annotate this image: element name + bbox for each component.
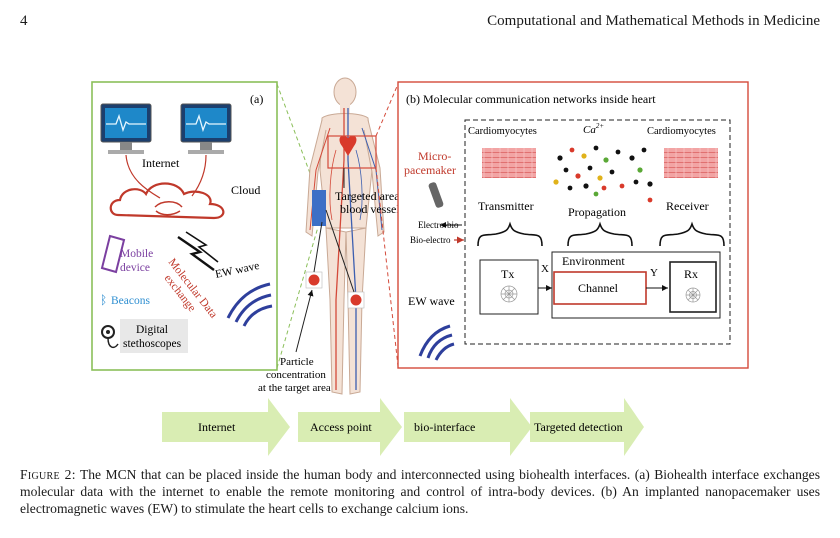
stethoscopes-label-1: Digital [136, 324, 168, 336]
y-label: Y [650, 267, 658, 279]
tx-node-icon [500, 285, 518, 303]
access-point-device [312, 190, 326, 226]
panel-b-title: (b) Molecular communication networks ins… [406, 92, 656, 106]
stage-braces [477, 221, 725, 247]
transmitter-label: Transmitter [478, 199, 534, 213]
micro-label-2: pacemaker [404, 163, 456, 177]
mobile-device-label-1: Mobile [120, 248, 153, 260]
running-head: Computational and Mathematical Methods i… [487, 13, 820, 29]
environment-label: Environment [562, 254, 625, 268]
particle-label-1: Particle [280, 356, 314, 368]
x-label: X [541, 263, 549, 275]
mobile-device-label-2: device [120, 262, 150, 274]
caption-label: Figure 2: [20, 467, 76, 482]
micro-label-1: Micro- [418, 149, 451, 163]
particle-label-3: at the target area [258, 382, 331, 394]
monitor-right-icon [180, 103, 232, 154]
panel-a: (a) Internet Cloud [91, 81, 278, 371]
electro-bio-label: Electro-bio [418, 220, 459, 230]
bar-bio-interface: bio-interface [414, 420, 475, 434]
internet-label: Internet [142, 156, 180, 170]
tx-label: Tx [501, 267, 514, 281]
human-body-illustration [305, 77, 385, 395]
rx-node-icon [685, 287, 701, 303]
bio-electro-label: Bio-electro [410, 235, 451, 245]
bluetooth-icon: ᛒ [100, 293, 107, 307]
cardiomyocytes-left-label: Cardiomyocytes [468, 126, 537, 137]
particle-dot-right [350, 294, 362, 306]
bar-internet: Internet [198, 420, 236, 434]
cardiomyocytes-left-tissue [482, 148, 536, 178]
particle-label-2: concentration [266, 369, 326, 381]
page-number: 4 [20, 13, 28, 29]
propagation-label: Propagation [568, 205, 626, 219]
beacons-label: Beacons [111, 295, 150, 307]
lightning-icon [177, 231, 219, 271]
pacemaker-icon [428, 182, 444, 208]
ca-ion-label: Ca2+ [583, 122, 604, 136]
ew-wave-label-b: EW wave [408, 294, 455, 308]
panel-a-label: (a) [250, 92, 263, 106]
mobile-device-icon [100, 234, 126, 274]
cloud-icon [109, 182, 225, 220]
stethoscopes-label-2: stethoscopes [123, 338, 182, 350]
panel-b: (b) Molecular communication networks ins… [397, 81, 749, 369]
cloud-label: Cloud [231, 183, 260, 197]
ew-wave-icon-b [418, 324, 455, 361]
bottom-bar: Internet Access point bio-interface Targ… [162, 398, 644, 456]
monitor-left-icon [100, 103, 152, 154]
channel-label: Channel [578, 281, 619, 295]
stethoscope-icon [101, 325, 119, 349]
cardiomyocytes-right-label: Cardiomyocytes [647, 126, 716, 137]
bar-targeted-detection: Targeted detection [534, 420, 623, 434]
calcium-ions [553, 145, 653, 203]
targeted-area-label-2: blood vessel [340, 202, 400, 216]
particle-dot-left [308, 274, 320, 286]
caption-text: The MCN that can be placed inside the hu… [20, 467, 820, 516]
figure-caption: Figure 2: The MCN that can be placed ins… [20, 466, 820, 517]
bar-access-point: Access point [310, 420, 372, 434]
cardiomyocytes-right-tissue [664, 148, 718, 178]
receiver-label: Receiver [666, 199, 709, 213]
ew-wave-icon-a [226, 282, 273, 327]
rx-label: Rx [684, 267, 698, 281]
